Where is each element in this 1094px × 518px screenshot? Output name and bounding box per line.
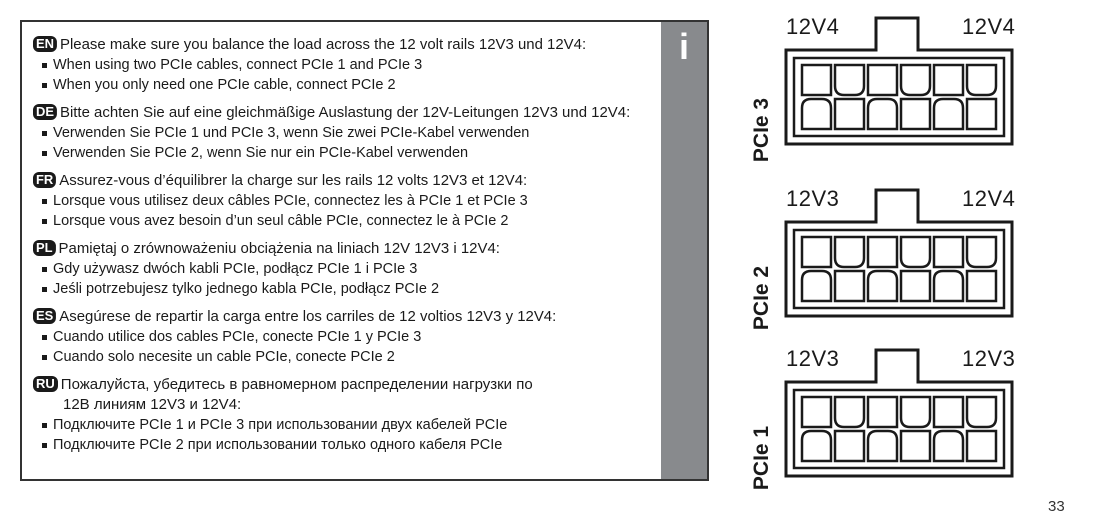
connector-pin xyxy=(833,97,866,131)
connector-pin xyxy=(965,235,998,269)
connector-pin xyxy=(833,63,866,97)
connector-pin xyxy=(899,269,932,303)
connector-pin xyxy=(800,235,833,269)
connector-diagram xyxy=(784,16,1014,146)
connector-pcie-2: 12V3 12V4 PCIe 2 xyxy=(740,186,1020,336)
connector-housing xyxy=(784,188,1014,318)
connector-pin xyxy=(899,63,932,97)
bullet-list: Gdy używasz dwóch kabli PCIe, podłącz PC… xyxy=(33,259,663,299)
rail-label-right: 12V4 xyxy=(962,14,1016,39)
lang-badge-en: EN xyxy=(33,36,57,52)
connector-pin xyxy=(965,97,998,131)
connector-housing xyxy=(784,348,1014,478)
connector-pin xyxy=(800,429,833,463)
lang-badge-es: ES xyxy=(33,308,57,324)
list-item: Verwenden Sie PCIe 2, wenn Sie nur ein P… xyxy=(33,143,663,163)
connector-label: PCIe 3 xyxy=(750,97,774,163)
lang-badge-ru: RU xyxy=(33,376,58,392)
list-item: Verwenden Sie PCIe 1 und PCIe 3, wenn Si… xyxy=(33,123,663,143)
connector-pcie-3: 12V4 12V4 PCIe 3 xyxy=(740,14,1020,164)
bullet-list: When using two PCIe cables, connect PCIe… xyxy=(33,55,663,95)
bullet-list: Verwenden Sie PCIe 1 und PCIe 3, wenn Si… xyxy=(33,123,663,163)
connector-pin xyxy=(965,269,998,303)
list-item: When you only need one PCIe cable, conne… xyxy=(33,75,663,95)
connector-frame xyxy=(792,228,1006,310)
connector-frame xyxy=(792,388,1006,470)
connector-pin xyxy=(800,269,833,303)
connector-pin xyxy=(833,429,866,463)
connector-pin xyxy=(800,63,833,97)
lang-badge-pl: PL xyxy=(33,240,56,256)
connector-pcie-1: 12V3 12V3 PCIe 1 xyxy=(740,346,1020,496)
connector-pin xyxy=(965,63,998,97)
info-bar: i xyxy=(661,22,707,479)
connector-pin xyxy=(932,235,965,269)
rail-label-left: 12V4 xyxy=(786,14,840,39)
lang-badge-de: DE xyxy=(33,104,57,120)
page-number: 33 xyxy=(1048,498,1065,515)
connector-pin xyxy=(866,269,899,303)
bullet-list: Lorsque vous utilisez deux câbles PCIe, … xyxy=(33,191,663,231)
rail-label-right: 12V4 xyxy=(962,186,1016,211)
connector-label: PCIe 1 xyxy=(750,425,774,491)
lang-badge-fr: FR xyxy=(33,172,57,188)
connector-pin xyxy=(833,395,866,429)
list-item: Jeśli potrzebujesz tylko jednego kabla P… xyxy=(33,279,663,299)
connector-pin xyxy=(899,235,932,269)
list-item: Cuando utilice dos cables PCIe, conecte … xyxy=(33,327,663,347)
connector-pin xyxy=(932,395,965,429)
connector-frame xyxy=(792,56,1006,138)
connector-pin xyxy=(833,235,866,269)
connector-pin xyxy=(833,269,866,303)
connector-pin xyxy=(965,429,998,463)
list-item: Подключите PCIe 2 при использовании толь… xyxy=(33,435,663,455)
connector-pin xyxy=(866,97,899,131)
list-item: Подключите PCIe 1 и PCIe 3 при использов… xyxy=(33,415,663,435)
connector-pin xyxy=(932,269,965,303)
list-item: Gdy używasz dwóch kabli PCIe, podłącz PC… xyxy=(33,259,663,279)
connector-housing xyxy=(784,16,1014,146)
info-icon: i xyxy=(678,26,689,67)
list-item: Cuando solo necesite un cable PCIe, cone… xyxy=(33,347,663,367)
bullet-list: Подключите PCIe 1 и PCIe 3 при использов… xyxy=(33,415,663,455)
list-item: Lorsque vous utilisez deux câbles PCIe, … xyxy=(33,191,663,211)
connector-pin xyxy=(866,63,899,97)
connector-diagram xyxy=(784,348,1014,478)
connector-pin xyxy=(866,429,899,463)
rail-label-left: 12V3 xyxy=(786,186,840,211)
connector-pin xyxy=(899,97,932,131)
list-item: Lorsque vous avez besoin d’un seul câble… xyxy=(33,211,663,231)
rail-label-left: 12V3 xyxy=(786,346,840,371)
connector-pin xyxy=(932,63,965,97)
connector-pin xyxy=(932,97,965,131)
connector-label: PCIe 2 xyxy=(750,265,774,331)
connector-pin xyxy=(899,395,932,429)
connector-pin xyxy=(932,429,965,463)
list-item: When using two PCIe cables, connect PCIe… xyxy=(33,55,663,75)
rail-label-right: 12V3 xyxy=(962,346,1016,371)
bullet-list: Cuando utilice dos cables PCIe, conecte … xyxy=(33,327,663,367)
connector-diagram xyxy=(784,188,1014,318)
connector-pin xyxy=(965,395,998,429)
connector-pin xyxy=(866,235,899,269)
connector-pin xyxy=(899,429,932,463)
connector-pin xyxy=(866,395,899,429)
connector-pin xyxy=(800,395,833,429)
connector-pin xyxy=(800,97,833,131)
